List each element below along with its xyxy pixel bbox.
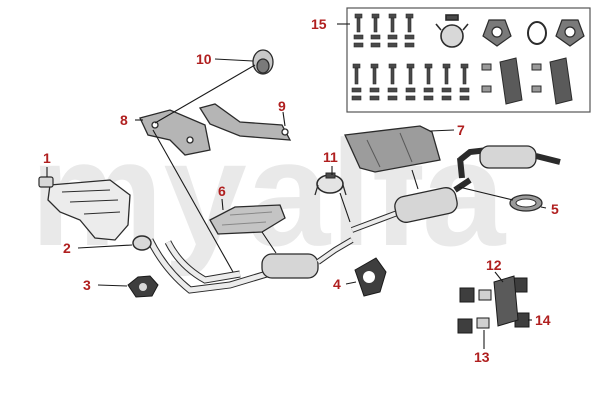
downpipe-mount: [127, 275, 159, 298]
front-pipe-assembly: [47, 145, 561, 294]
callout-13: 13: [474, 349, 490, 365]
front-muffler: [261, 237, 354, 279]
tail-pipe: [457, 145, 561, 179]
callout-9: 9: [278, 98, 286, 114]
triangular-gasket: [354, 257, 387, 297]
callout-11: 11: [323, 149, 338, 165]
rear-muffler: [350, 177, 472, 233]
callout-14: 14: [535, 312, 551, 328]
leader-lines: [46, 23, 547, 349]
callout-5: 5: [551, 201, 559, 217]
callout-labels: 15 10 8 9 7 11 1 6 5 2 12 3 4 14 13: [43, 16, 559, 365]
kit-clamp-icon: [435, 14, 469, 48]
pipe-clamp: [314, 172, 347, 196]
rear-heat-shield: [344, 125, 441, 173]
rubber-bushing: [252, 49, 274, 75]
callout-7: 7: [457, 122, 465, 138]
hardware-kit-panel: [346, 7, 591, 113]
hanger-spacer: [476, 317, 490, 329]
callout-10: 10: [196, 51, 212, 67]
callout-3: 3: [83, 277, 91, 293]
bolt-set-lower: [351, 63, 470, 101]
callout-1: 1: [43, 150, 51, 166]
hardware-kit-frame: [346, 7, 591, 113]
rubber-hanger-assembly: [457, 275, 530, 334]
callout-8: 8: [120, 112, 128, 128]
hanger-washer: [459, 287, 475, 303]
callout-4: 4: [333, 276, 341, 292]
support-bracket-group: [139, 49, 292, 156]
callout-12: 12: [486, 257, 502, 273]
kit-hanger-icons: [481, 57, 573, 105]
callout-2: 2: [63, 240, 71, 256]
kit-gasket-icons: [482, 19, 585, 47]
callout-15: 15: [311, 16, 327, 32]
tailpipe-clamp-ring: [509, 194, 543, 212]
rubber-hanger: [493, 275, 519, 327]
bolt-set-upper: [353, 13, 415, 48]
manifold-gasket: [38, 176, 54, 188]
flange-gasket: [132, 235, 152, 251]
exhaust-manifold: [47, 179, 131, 241]
callout-6: 6: [218, 183, 226, 199]
